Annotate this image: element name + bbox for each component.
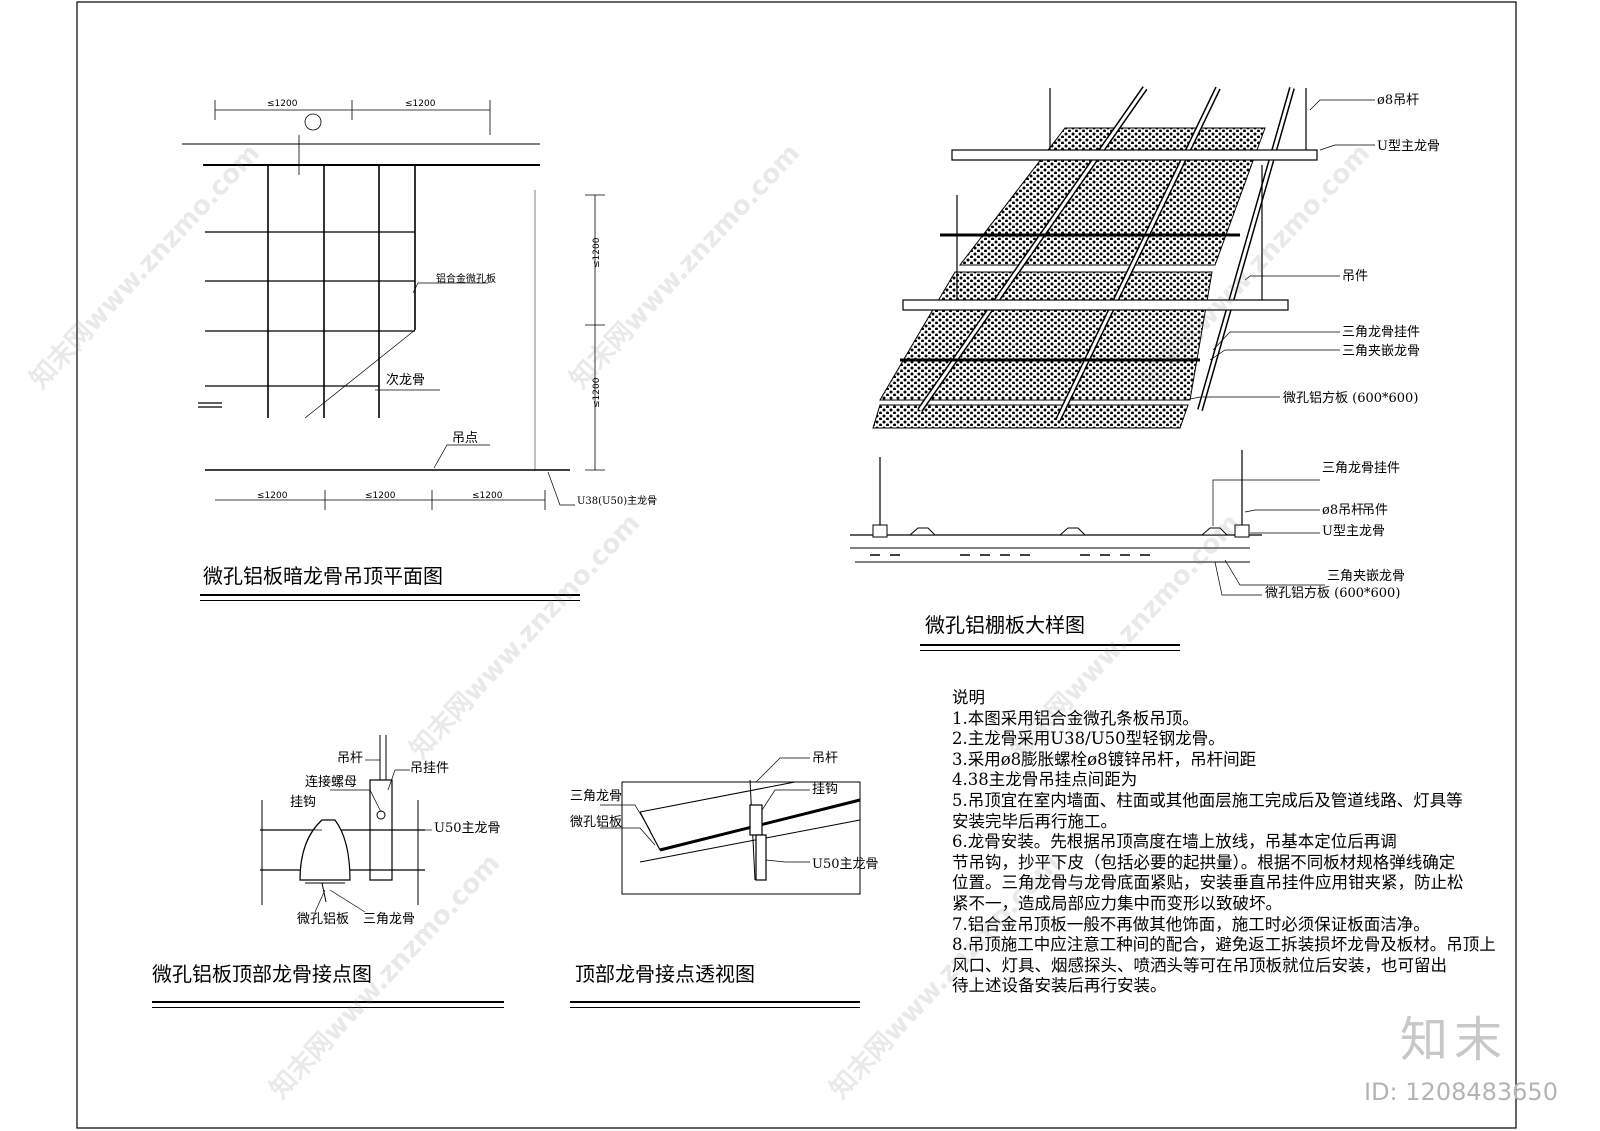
notes-heading: 说明 bbox=[952, 688, 985, 707]
joint-label-panel: 微孔铝板 bbox=[297, 912, 350, 927]
joint-title-underline bbox=[152, 1001, 504, 1003]
notes-line: 6.龙骨安装。先根据吊顶高度在墙上放线，吊基本定位后再调 bbox=[952, 832, 1397, 852]
perspective-title: 顶部龙骨接点透视图 bbox=[575, 962, 755, 986]
joint-label-rod: 吊杆 bbox=[337, 751, 364, 766]
detail-label-hanger-2: 吊件 bbox=[1362, 503, 1389, 518]
detail-label-u-keel: U型主龙骨 bbox=[1377, 139, 1440, 154]
plan-label-secondary-keel: 次龙骨 bbox=[386, 373, 426, 388]
notes-line: 节吊钩，抄平下皮（包括必要的起拱量）。根据不同板材规格弹线确定 bbox=[952, 852, 1456, 872]
perspective-view bbox=[600, 757, 861, 895]
plan-dim-top-2: ≤1200 bbox=[405, 99, 436, 109]
detail-isometric bbox=[872, 86, 1375, 429]
notes-line: 8.吊顶施工中应注意工种间的配合，避免返工拆装损坏龙骨及板材。吊顶上 bbox=[952, 935, 1496, 955]
detail-label-hanger: 吊件 bbox=[1342, 269, 1369, 284]
notes-line: 紧不一，造成局部应力集中而变形以致破坏。 bbox=[952, 893, 1282, 913]
perspective-label-tri-keel: 三角龙骨 bbox=[570, 789, 623, 804]
joint-label-tri-keel: 三角龙骨 bbox=[363, 912, 416, 927]
joint-label-hanger: 吊挂件 bbox=[410, 761, 450, 776]
plan-dim-bottom-2: ≤1200 bbox=[365, 491, 396, 501]
detail-label-u-keel-2: U型主龙骨 bbox=[1322, 524, 1385, 539]
notes-line: 5.吊顶宜在室内墙面、柱面或其他面层施工完成后及管道线路、灯具等 bbox=[952, 790, 1463, 810]
notes-line: 1.本图采用铝合金微孔条板吊顶。 bbox=[952, 708, 1199, 728]
notes-line: 风口、灯具、烟感探头、喷洒头等可在吊顶板就位后安装，也可留出 bbox=[952, 955, 1447, 975]
joint-title: 微孔铝板顶部龙骨接点图 bbox=[152, 962, 372, 986]
perspective-label-panel: 微孔铝板 bbox=[570, 815, 623, 830]
detail-label-tri-hanger-2: 三角龙骨挂件 bbox=[1322, 461, 1401, 476]
plan-dim-bottom-3: ≤1200 bbox=[472, 491, 503, 501]
joint-label-main-keel: U50主龙骨 bbox=[434, 821, 501, 836]
detail-title: 微孔铝棚板大样图 bbox=[925, 613, 1085, 637]
detail-label-rod-2: ø8吊杆 bbox=[1322, 503, 1365, 518]
perspective-label-rod: 吊杆 bbox=[812, 751, 839, 766]
joint-title-underline-thin bbox=[152, 1007, 504, 1008]
detail-title-underline bbox=[920, 644, 1180, 646]
notes-line: 7.铝合金吊顶板一般不再做其他饰面，施工时必须保证板面洁净。 bbox=[952, 914, 1430, 934]
detail-label-panel-2: 微孔铝方板 (600*600) bbox=[1265, 586, 1401, 601]
plan-dim-right-1: ≤1200 bbox=[592, 237, 602, 268]
notes-line: 安装完毕后再行施工。 bbox=[952, 811, 1117, 831]
joint-label-nut: 连接螺母 bbox=[305, 775, 358, 790]
plan-dim-top-1: ≤1200 bbox=[267, 99, 298, 109]
perspective-label-main-keel: U50主龙骨 bbox=[812, 857, 879, 872]
plan-title: 微孔铝板暗龙骨吊顶平面图 bbox=[203, 564, 443, 588]
plan-label-panel: 铝合金微孔板 bbox=[436, 274, 496, 285]
notes-line: 4.38主龙骨吊挂点间距为 bbox=[952, 770, 1138, 790]
perspective-title-underline bbox=[570, 1001, 860, 1003]
detail-label-tri-clip: 三角夹嵌龙骨 bbox=[1342, 344, 1421, 359]
plan-title-underline-thin bbox=[200, 600, 580, 601]
perspective-label-hook: 挂钩 bbox=[812, 782, 839, 797]
detail-label-tri-clip-2: 三角夹嵌龙骨 bbox=[1327, 569, 1406, 584]
notes-line: 待上述设备安装后再行安装。 bbox=[952, 976, 1167, 996]
detail-section bbox=[850, 450, 1325, 596]
image-id: ID: 1208483650 bbox=[1364, 1078, 1558, 1106]
plan-title-underline bbox=[200, 594, 580, 596]
notes-line: 位置。三角龙骨与龙骨底面紧贴，安装垂直吊挂件应用钳夹紧，防止松 bbox=[952, 873, 1464, 893]
detail-label-tri-hanger: 三角龙骨挂件 bbox=[1342, 325, 1421, 340]
detail-label-rod: ø8吊杆 bbox=[1377, 93, 1420, 108]
perspective-title-underline-thin bbox=[570, 1007, 860, 1008]
plan-label-hanging-point: 吊点 bbox=[452, 431, 479, 446]
plan-label-main-keel: U38(U50)主龙骨 bbox=[577, 496, 658, 507]
notes-block: 说明 1.本图采用铝合金微孔条板吊顶。 2.主龙骨采用U38/U50型轻钢龙骨。… bbox=[952, 688, 1518, 997]
detail-title-underline-thin bbox=[920, 650, 1180, 651]
joint-detail bbox=[260, 735, 432, 913]
notes-line: 3.采用ø8膨胀螺栓ø8镀锌吊杆，吊杆间距 bbox=[952, 749, 1257, 769]
sheet-frame bbox=[76, 1, 1517, 1129]
brand-logo: 知末 bbox=[1400, 1012, 1509, 1068]
plan-dim-bottom-1: ≤1200 bbox=[257, 491, 288, 501]
notes-line: 2.主龙骨采用U38/U50型轻钢龙骨。 bbox=[952, 729, 1225, 749]
joint-label-hook: 挂钩 bbox=[290, 795, 317, 810]
detail-label-panel: 微孔铝方板 (600*600) bbox=[1283, 391, 1419, 406]
plan-view bbox=[182, 100, 605, 510]
